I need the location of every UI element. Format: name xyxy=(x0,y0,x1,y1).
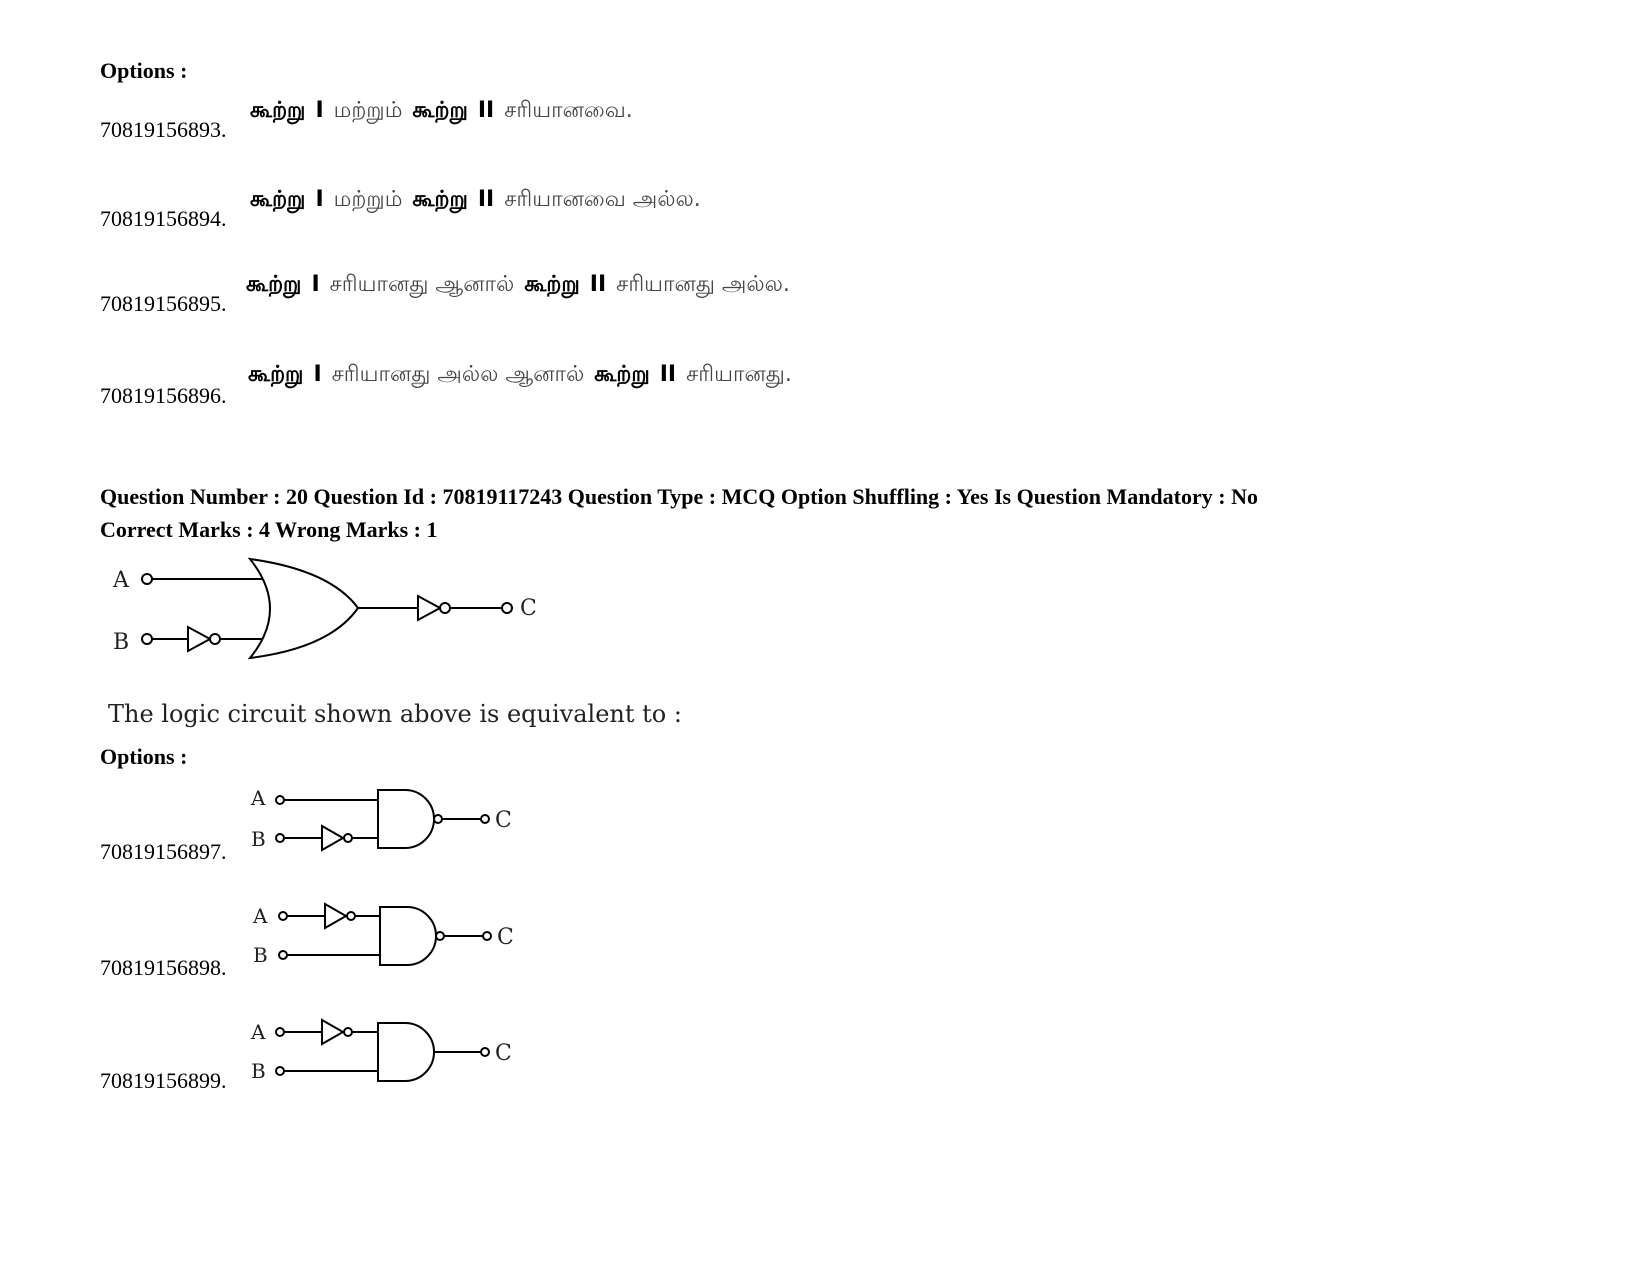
option-circuit-diagram[interactable]: A B C xyxy=(245,780,535,860)
option-id[interactable]: 70819156896. xyxy=(100,383,227,408)
question-circuit-diagram: A B C xyxy=(112,557,537,660)
option-id[interactable]: 70819156895. xyxy=(100,291,227,316)
option-id[interactable]: 70819156899. xyxy=(100,1068,227,1093)
not-gate-b xyxy=(187,625,213,653)
option-id[interactable]: 70819156893. xyxy=(100,117,227,142)
input-a-label: A xyxy=(250,1020,266,1044)
options-heading: Options : xyxy=(100,744,188,769)
nand-gate xyxy=(379,906,437,966)
output-c-label: C xyxy=(495,1041,512,1066)
option-circuit-diagram[interactable]: A B C xyxy=(245,896,535,976)
option-id[interactable]: 70819156894. xyxy=(100,206,227,231)
output-c-label: C xyxy=(520,596,537,621)
input-b-label: B xyxy=(251,827,266,851)
question-meta: Question Number : 20 Question Id : 70819… xyxy=(100,484,1258,509)
input-b-label: B xyxy=(253,943,268,967)
input-b-label: B xyxy=(251,1059,266,1083)
input-b-label: B xyxy=(113,630,129,655)
options-heading: Options : xyxy=(100,58,188,83)
not-gate-output xyxy=(417,594,443,622)
and-gate xyxy=(377,1022,435,1082)
output-c-label: C xyxy=(495,808,512,833)
question-marks: Correct Marks : 4 Wrong Marks : 1 xyxy=(100,517,438,542)
input-a-label: A xyxy=(112,568,130,593)
nand-gate xyxy=(377,789,435,849)
question-stem: The logic circuit shown above is equival… xyxy=(108,700,682,728)
input-a-label: A xyxy=(250,786,266,810)
option-circuit-diagram[interactable]: A B C xyxy=(245,1012,535,1092)
or-gate xyxy=(247,557,360,660)
option-id[interactable]: 70819156897. xyxy=(100,839,227,864)
output-c-label: C xyxy=(497,925,514,950)
input-a-label: A xyxy=(252,904,268,928)
option-id[interactable]: 70819156898. xyxy=(100,955,227,980)
